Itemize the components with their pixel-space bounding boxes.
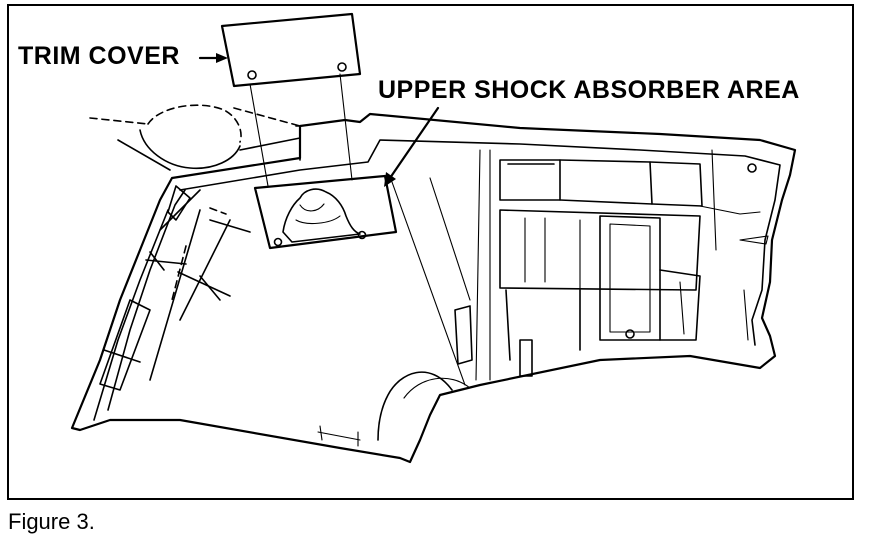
left-panel-details bbox=[99, 185, 251, 391]
trim-cover-part bbox=[220, 12, 362, 88]
figure-frame bbox=[7, 4, 854, 500]
panel-recesses bbox=[454, 149, 769, 381]
projection-lines bbox=[249, 73, 466, 386]
background-wheel-arch bbox=[89, 104, 301, 171]
trim-cover-label: TRIM COVER bbox=[18, 42, 180, 70]
side-panel-outline bbox=[70, 112, 797, 464]
shock-absorber-opening bbox=[253, 174, 398, 250]
upper-shock-absorber-area-label: UPPER SHOCK ABSORBER AREA bbox=[378, 76, 800, 104]
figure-caption: Figure 3. bbox=[8, 509, 95, 534]
trim-cover-leader bbox=[198, 53, 228, 63]
panel-shading bbox=[429, 177, 749, 341]
